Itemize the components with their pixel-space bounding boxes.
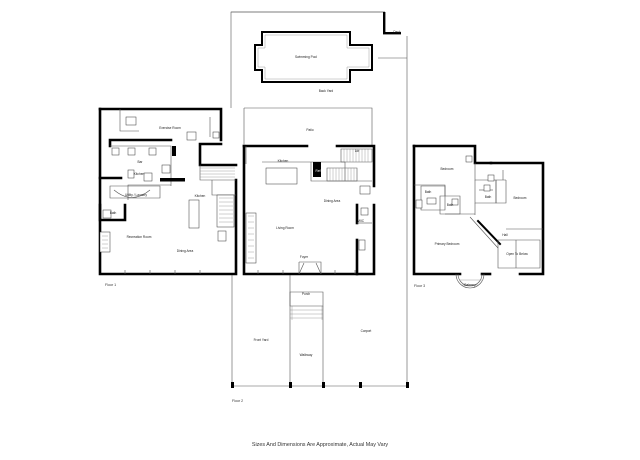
floor3-plan xyxy=(412,144,545,289)
label-balcony: Balcony xyxy=(464,283,476,287)
label-dining-area-main: Dining Area xyxy=(324,199,341,203)
label-open-to-below: Open To Below xyxy=(506,252,528,256)
label-primary-bedroom: Primary Bedroom xyxy=(435,242,460,246)
label-kitchen-upper: Kitchen xyxy=(134,172,145,176)
label-kitchen-main: Kitchen xyxy=(278,159,289,163)
label-walkway: Walkway xyxy=(300,353,313,357)
label-hall: Hall xyxy=(502,233,508,237)
label-dining-area-lower: Dining Area xyxy=(177,249,194,253)
label-bar: Bar xyxy=(138,160,144,164)
label-carport: Carport xyxy=(361,329,372,333)
label-floor2: Floor 2 xyxy=(232,399,243,403)
label-swimming-pool: Swimming Pool xyxy=(295,55,317,59)
back-yard-area xyxy=(230,11,408,275)
label-bath-upper-a: Bath xyxy=(425,190,432,194)
label-patio: Patio xyxy=(306,128,313,132)
label-bedroom-right: Bedroom xyxy=(514,196,527,200)
deck-area xyxy=(243,107,373,146)
label-back-yard: Back Yard xyxy=(319,89,334,93)
front-yard-area xyxy=(231,275,409,388)
label-recreation-room: Recreation Room xyxy=(127,235,152,239)
floor1-plan xyxy=(98,107,238,276)
label-ref: Ref xyxy=(316,169,321,173)
label-bath-lower: Bath xyxy=(110,211,117,215)
label-bath-upper-b: Bath xyxy=(447,203,454,207)
label-front-yard: Front Yard xyxy=(254,338,269,342)
label-kitchen-lower: Kitchen xyxy=(195,194,206,198)
swimming-pool xyxy=(254,31,373,83)
label-living-room: Living Room xyxy=(276,226,294,230)
disclaimer-footer: Sizes And Dimensions Are Approximate, Ac… xyxy=(252,442,389,448)
label-floor1: Floor 1 xyxy=(105,283,116,287)
label-utility-laundry: Utility / Laundry xyxy=(125,193,147,197)
label-bath-upper-c: Bath xyxy=(485,195,492,199)
label-wic: WIC xyxy=(358,219,365,223)
label-foyer: Foyer xyxy=(300,255,309,259)
label-deck: Deck xyxy=(393,30,401,34)
label-exercise-room: Exercise Room xyxy=(159,126,181,130)
label-porch: Porch xyxy=(302,292,311,296)
label-bedroom-left: Bedroom xyxy=(441,167,454,171)
label-ldr: Ldr xyxy=(355,149,361,153)
floor2-plan xyxy=(242,144,376,276)
label-floor3: Floor 3 xyxy=(414,284,425,288)
